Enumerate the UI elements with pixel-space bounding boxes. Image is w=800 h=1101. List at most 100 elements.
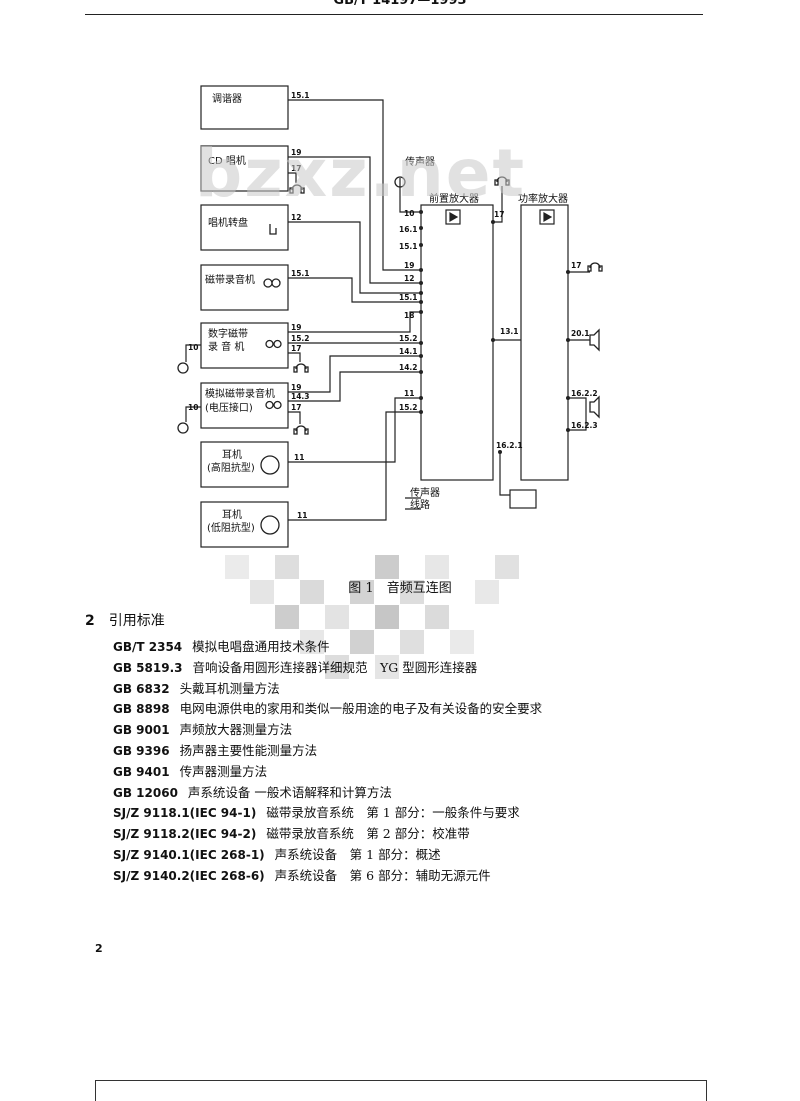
svg-text:17: 17	[571, 261, 581, 270]
svg-text:15.1: 15.1	[399, 293, 418, 302]
svg-text:15.2: 15.2	[291, 334, 310, 343]
turntable-box	[200, 204, 289, 251]
running-header: GB/T 14197—1993	[0, 0, 800, 20]
headphone-icon	[293, 363, 309, 373]
svg-text:20.1: 20.1	[571, 329, 590, 338]
headphone-icon	[289, 184, 305, 194]
preamp-symbol-icon	[445, 209, 461, 225]
tape-reel-icon	[265, 339, 282, 349]
power-amp-symbol-icon	[539, 209, 555, 225]
section-heading: 2 引用标准	[85, 610, 165, 630]
cd-player-box	[200, 145, 289, 192]
hp2-label-1: 耳机	[222, 508, 242, 521]
svg-text:16.2.2: 16.2.2	[571, 389, 598, 398]
hp1-label-1: 耳机	[222, 448, 242, 461]
headphone-icon	[494, 176, 510, 186]
tape-reel-icon	[263, 278, 281, 288]
reference-item: SJ/Z 9118.1(IEC 94-1)磁带录放音系统 第 1 部分：一般条件…	[113, 805, 520, 821]
page-number: 2	[95, 942, 103, 955]
hp1-label-2: (高阻抗型)	[207, 461, 255, 474]
headphone-low-symbol-icon	[260, 515, 280, 535]
svg-text:11: 11	[297, 511, 307, 520]
reference-item: SJ/Z 9118.2(IEC 94-2)磁带录放音系统 第 2 部分：校准带	[113, 826, 470, 842]
microphone-icon	[177, 362, 189, 374]
mic-bottom-label: 传声器	[410, 486, 440, 499]
standard-number: GB/T 14197—1993	[333, 0, 467, 8]
headphone-high-symbol-icon	[260, 455, 280, 475]
svg-text:17: 17	[291, 164, 301, 173]
svg-text:19: 19	[291, 383, 301, 392]
microphone-icon	[177, 422, 189, 434]
svg-text:15.1: 15.1	[291, 269, 310, 278]
speaker-icon	[589, 395, 600, 419]
line-out-label: 线路	[410, 498, 430, 511]
audio-interconnection-diagram: 调谐器 CD 唱机 唱机转盘 磁带录音机 数字磁带 录 音 机 模拟磁带录音机 …	[177, 85, 603, 548]
headphone-high-box	[200, 441, 289, 488]
reference-item: SJ/Z 9140.2(IEC 268-6)声系统设备 第 6 部分：辅助无源元…	[113, 867, 491, 883]
svg-text:19: 19	[404, 261, 414, 270]
svg-text:19: 19	[291, 323, 301, 332]
svg-text:16.2.3: 16.2.3	[571, 421, 598, 430]
svg-text:15.2: 15.2	[399, 403, 418, 412]
svg-text:19: 19	[291, 148, 301, 157]
digital-label-1: 数字磁带	[208, 327, 248, 340]
svg-text:15.1: 15.1	[399, 242, 418, 251]
svg-text:10: 10	[188, 343, 198, 352]
turntable-label: 唱机转盘	[208, 216, 248, 229]
preamp-label: 前置放大器	[429, 192, 479, 205]
tape-reel-icon	[265, 400, 282, 410]
headphone-low-box	[200, 501, 289, 548]
tape-recorder-box	[200, 264, 289, 311]
svg-text:17: 17	[494, 210, 504, 219]
analog-recorder-box	[200, 382, 289, 429]
svg-text:12: 12	[291, 213, 301, 222]
footer-frame	[95, 1080, 707, 1101]
tape-label: 磁带录音机	[205, 273, 255, 286]
analog-label-1: 模拟磁带录音机	[205, 387, 275, 400]
bottom-device-icon	[509, 489, 537, 509]
svg-text:15.1: 15.1	[291, 91, 310, 100]
figure-caption: 图 1 音频互连图	[348, 581, 452, 596]
digital-label-2: 录 音 机	[208, 340, 244, 353]
header-rule	[85, 14, 703, 15]
svg-text:12: 12	[404, 274, 414, 283]
headphone-icon	[587, 262, 603, 272]
svg-text:16.2.1: 16.2.1	[496, 441, 523, 450]
headphone-icon	[293, 425, 309, 435]
svg-text:14.3: 14.3	[291, 392, 310, 401]
svg-text:14.2: 14.2	[399, 363, 418, 372]
power-amp-label: 功率放大器	[518, 192, 568, 205]
svg-text:13.1: 13.1	[500, 327, 519, 336]
hp2-label-2: (低阻抗型)	[207, 521, 255, 534]
tuner-label: 调谐器	[212, 93, 242, 105]
microphone-icon	[394, 176, 406, 188]
svg-text:17: 17	[291, 403, 301, 412]
tuner-box	[200, 85, 289, 130]
svg-text:17: 17	[291, 344, 301, 353]
section-title: 引用标准	[108, 613, 165, 629]
svg-text:10: 10	[188, 403, 198, 412]
svg-text:10: 10	[404, 209, 414, 218]
svg-text:11: 11	[404, 389, 414, 398]
turntable-arm-icon	[269, 224, 277, 235]
power-amp-box	[520, 204, 569, 481]
speaker-icon	[589, 328, 600, 352]
svg-text:14.1: 14.1	[399, 347, 418, 356]
svg-text:15.2: 15.2	[399, 334, 418, 343]
section-number: 2	[85, 613, 95, 629]
svg-text:11: 11	[294, 453, 304, 462]
cd-label: CD 唱机	[208, 154, 246, 167]
analog-label-2: (电压接口)	[205, 401, 253, 414]
svg-text:16.1: 16.1	[399, 225, 418, 234]
preamp-box	[420, 204, 494, 481]
svg-text:18: 18	[404, 311, 414, 320]
